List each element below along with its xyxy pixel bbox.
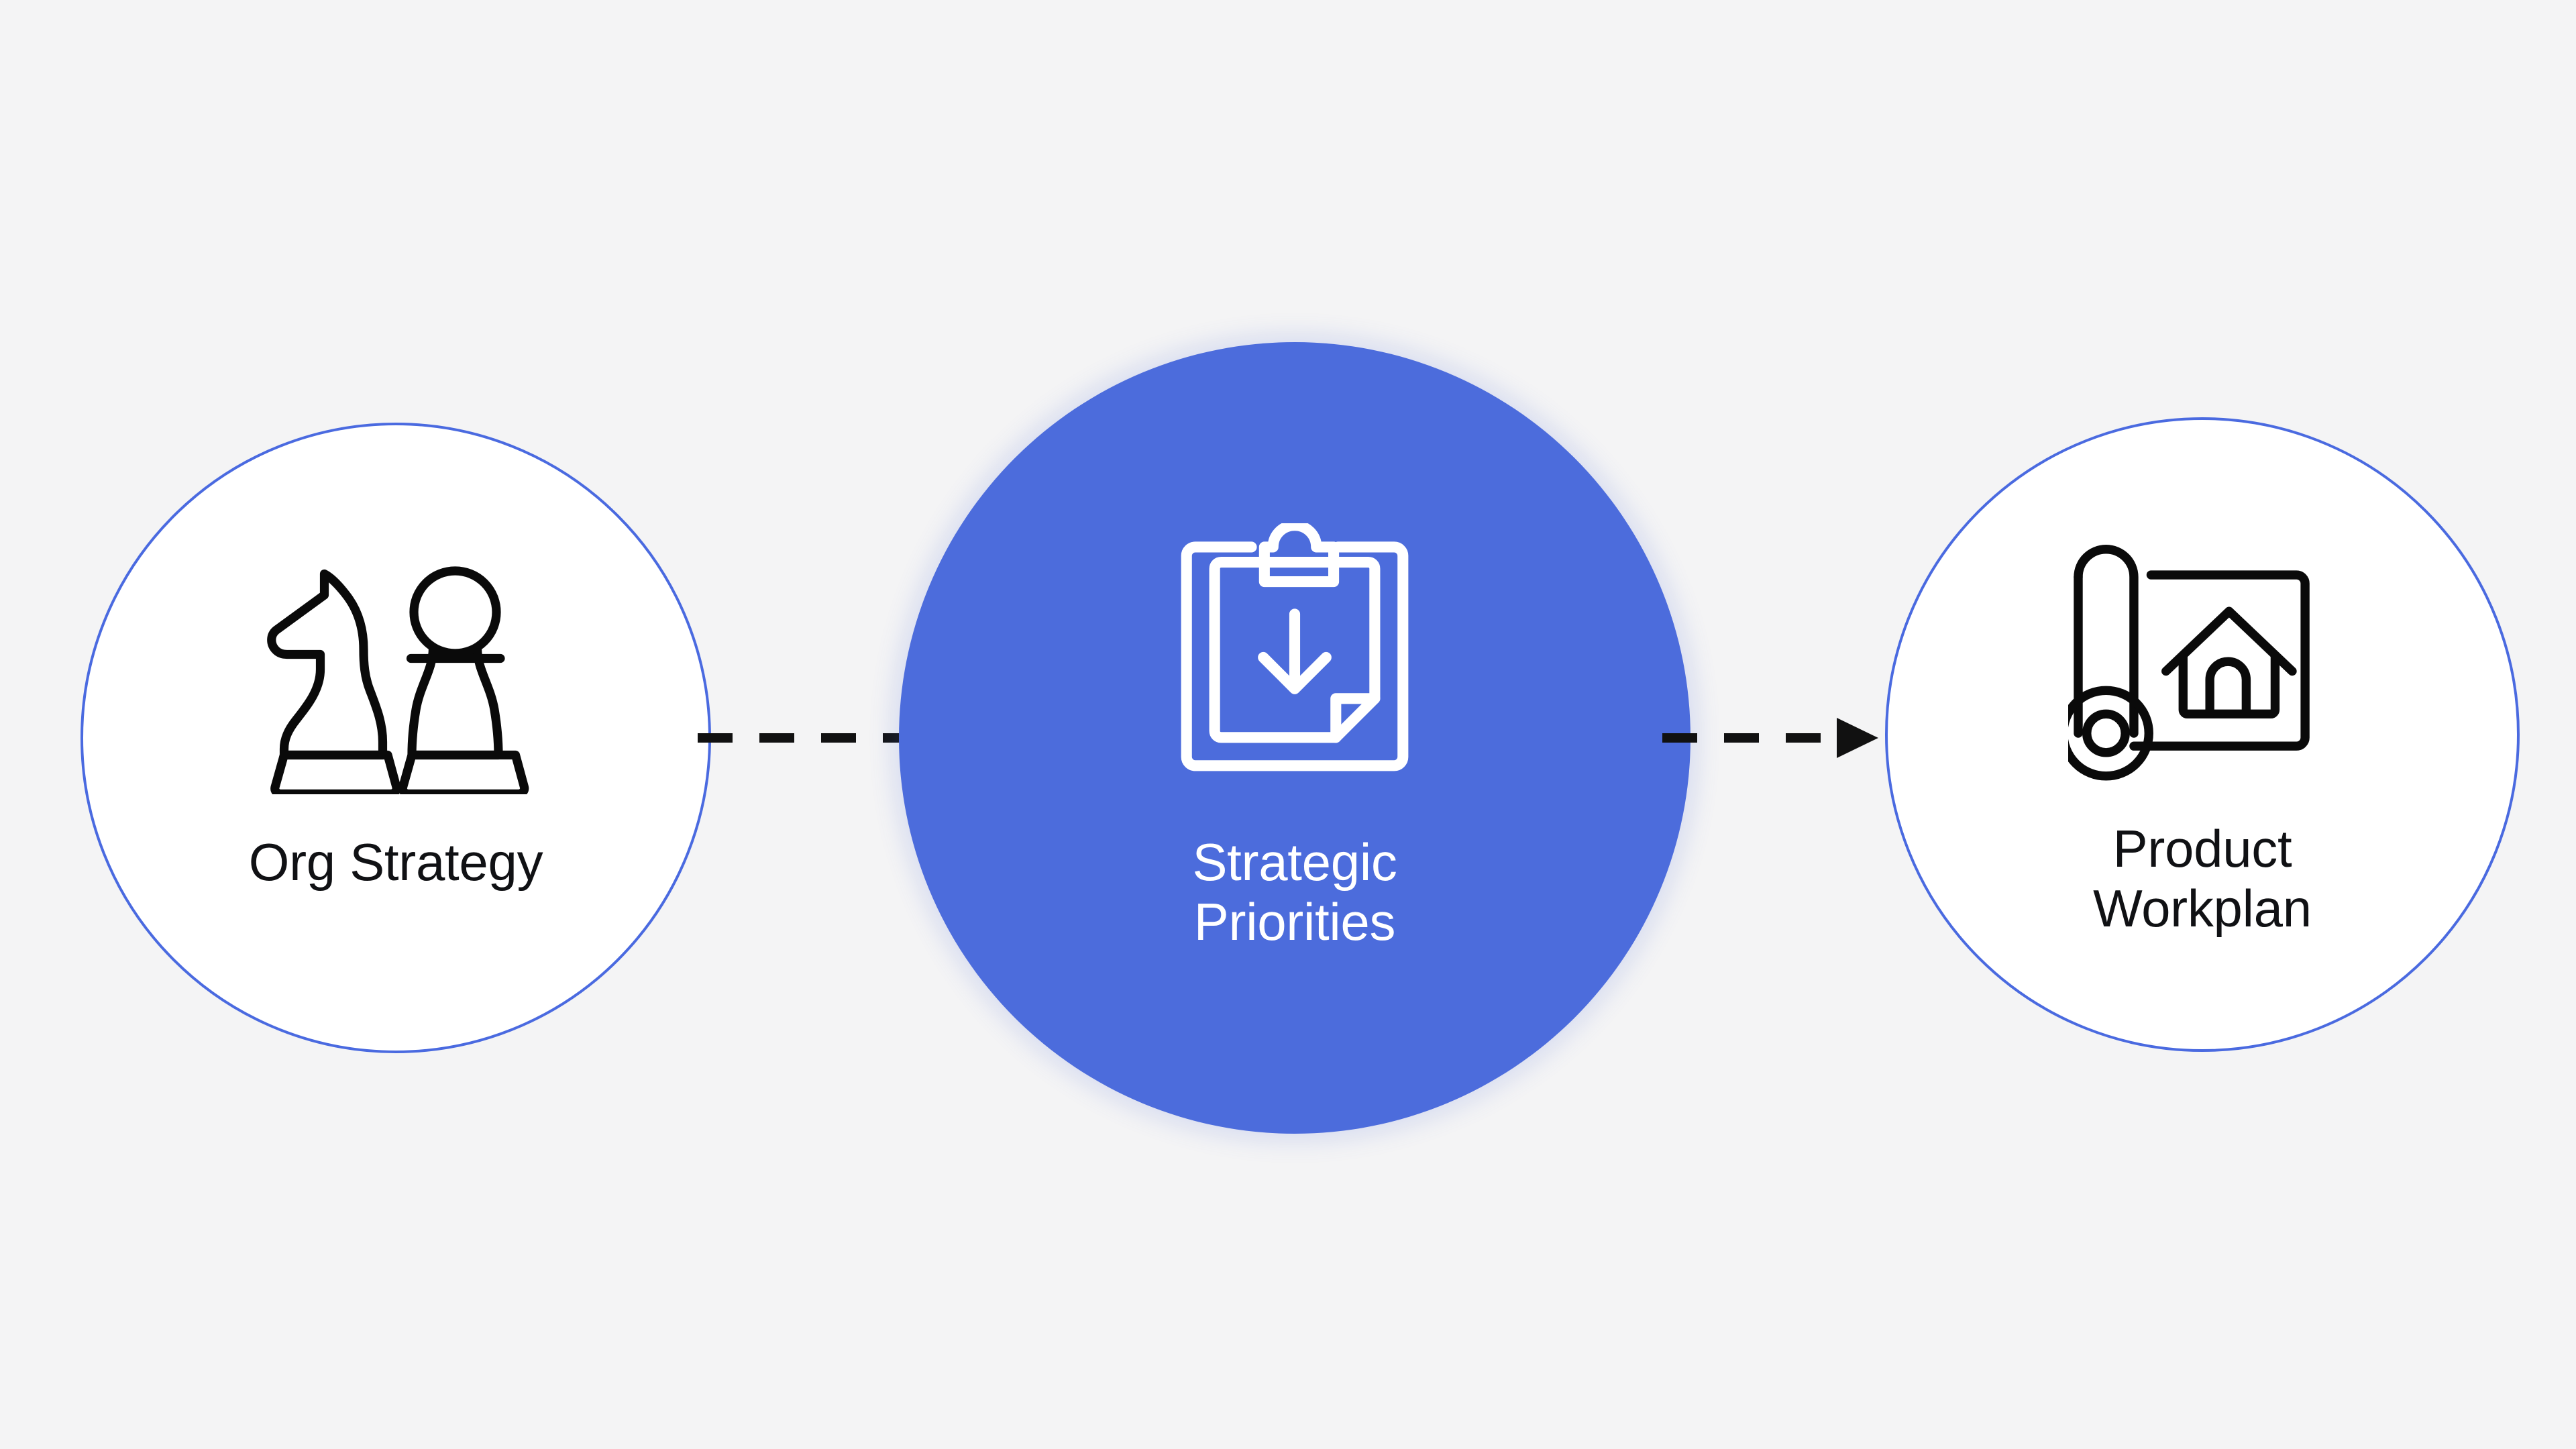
chess-pieces-icon [255,553,537,798]
connector-org-to-priorities [691,698,912,778]
node-label-product-workplan: Product Workplan [2093,819,2312,938]
node-product-workplan[interactable]: Product Workplan [1885,417,2520,1052]
node-label-org-strategy: Org Strategy [248,833,543,892]
connector-priorities-to-workplan [1657,698,1892,778]
node-strategic-priorities[interactable]: Strategic Priorities [899,342,1690,1134]
clipboard-download-icon [1164,520,1426,795]
node-label-strategic-priorities: Strategic Priorities [1192,833,1397,951]
arrowhead-icon [1837,718,1878,758]
blueprint-house-icon [2058,541,2337,792]
node-org-strategy[interactable]: Org Strategy [80,423,711,1053]
